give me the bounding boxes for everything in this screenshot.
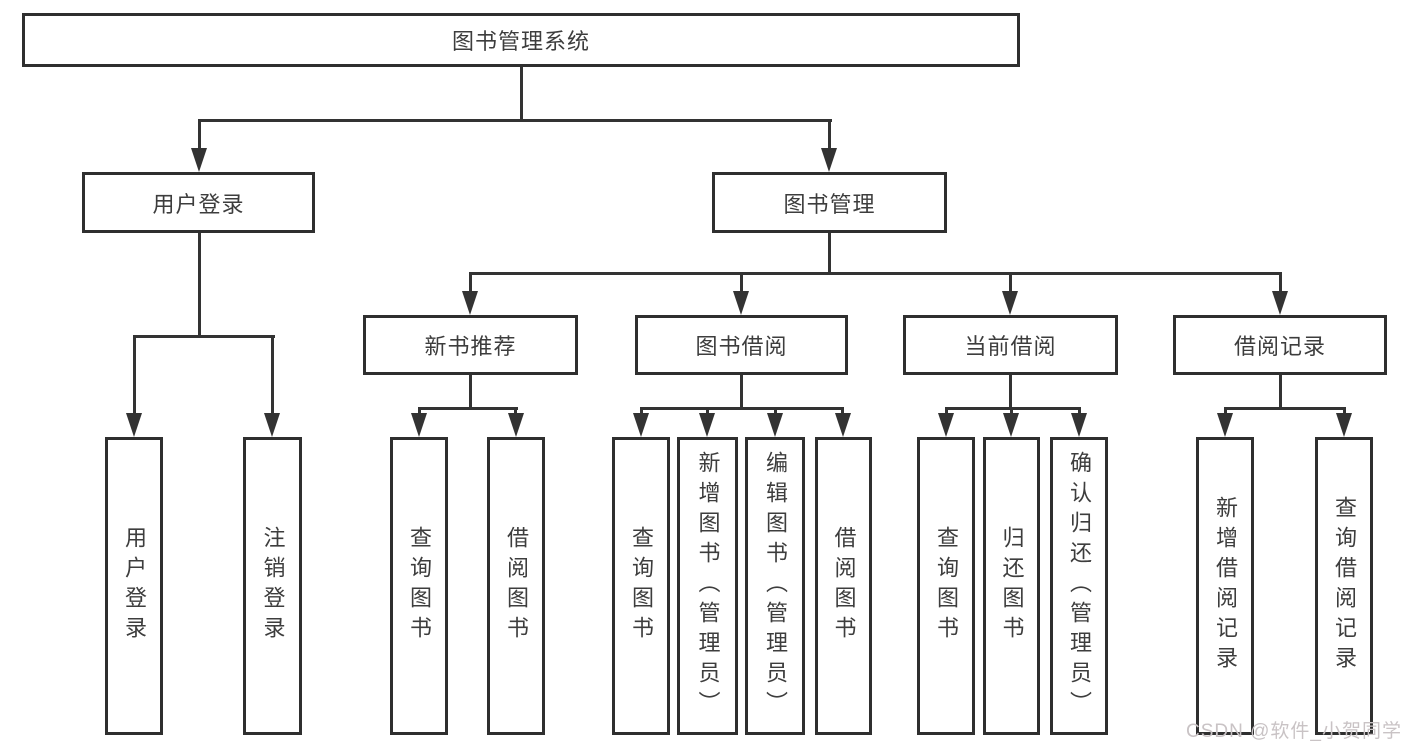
leaf-return-books: 归还图书 <box>983 437 1040 735</box>
leaf-add-books-admin: 新增图书（管理员） <box>677 437 738 735</box>
connector-line <box>418 407 518 410</box>
connector-line <box>740 272 743 293</box>
leaf-add-borrow-record: 新增借阅记录 <box>1196 437 1254 735</box>
connector-line <box>198 233 201 337</box>
csdn-watermark: CSDN @软件_小贺同学 <box>1186 721 1402 742</box>
connector-line <box>828 233 831 274</box>
arrowhead-down-icon <box>1071 413 1087 437</box>
leaf-query-borrow-record-label: 查询借阅记录 <box>1332 496 1357 676</box>
connector-line <box>133 335 136 415</box>
connector-line <box>841 407 844 415</box>
node-book-management: 图书管理 <box>712 172 947 233</box>
leaf-current-query-books-label: 查询图书 <box>934 526 959 646</box>
leaf-confirm-return-admin-label: 确认归还（管理员） <box>1067 451 1092 721</box>
arrowhead-down-icon <box>1003 413 1019 437</box>
connector-line <box>469 375 472 409</box>
node-book-borrow-label: 图书借阅 <box>695 334 788 359</box>
connector-line <box>198 119 832 122</box>
node-library-system-label: 图书管理系统 <box>451 29 590 54</box>
node-new-book-recommend: 新书推荐 <box>363 315 578 375</box>
leaf-borrow-query-books: 查询图书 <box>612 437 670 735</box>
arrowhead-down-icon <box>1336 413 1352 437</box>
arrowhead-down-icon <box>264 413 280 437</box>
connector-line <box>740 375 743 409</box>
node-user-login: 用户登录 <box>82 172 315 233</box>
arrowhead-down-icon <box>767 413 783 437</box>
node-current-borrow: 当前借阅 <box>903 315 1118 375</box>
arrowhead-down-icon <box>191 148 207 172</box>
leaf-user-login-label: 用户登录 <box>122 526 147 646</box>
leaf-add-books-admin-label: 新增图书（管理员） <box>695 451 721 721</box>
leaf-borrow-query-books-label: 查询图书 <box>629 526 654 646</box>
leaf-recommend-borrow-books-label: 借阅图书 <box>504 526 529 646</box>
arrowhead-down-icon <box>462 291 478 315</box>
connector-line <box>640 407 844 410</box>
leaf-logout-label: 注销登录 <box>260 526 286 646</box>
leaf-edit-books-admin-label: 编辑图书（管理员） <box>763 451 788 721</box>
arrowhead-down-icon <box>821 148 837 172</box>
connector-line <box>469 272 472 293</box>
connector-line <box>1343 407 1346 415</box>
arrowhead-down-icon <box>699 413 715 437</box>
connector-line <box>520 67 523 120</box>
connector-line <box>945 407 948 415</box>
arrowhead-down-icon <box>1272 291 1288 315</box>
connector-line <box>271 335 274 415</box>
connector-line <box>1009 375 1012 409</box>
node-library-system: 图书管理系统 <box>22 13 1020 67</box>
leaf-borrow-books: 借阅图书 <box>815 437 872 735</box>
connector-line <box>469 272 1281 275</box>
connector-line <box>133 335 275 338</box>
leaf-edit-books-admin: 编辑图书（管理员） <box>745 437 805 735</box>
leaf-recommend-query-books: 查询图书 <box>390 437 448 735</box>
node-book-borrow: 图书借阅 <box>635 315 848 375</box>
connector-line <box>1224 407 1227 415</box>
connector-line <box>1078 407 1081 415</box>
connector-line <box>1010 407 1013 415</box>
connector-line <box>198 119 201 152</box>
connector-line <box>1224 407 1345 410</box>
connector-line <box>640 407 643 415</box>
node-current-borrow-label: 当前借阅 <box>964 334 1057 359</box>
leaf-current-query-books: 查询图书 <box>917 437 975 735</box>
arrowhead-down-icon <box>835 413 851 437</box>
connector-line <box>828 119 831 152</box>
leaf-user-login: 用户登录 <box>105 437 163 735</box>
arrowhead-down-icon <box>508 413 524 437</box>
connector-line <box>1279 375 1282 409</box>
node-borrow-records: 借阅记录 <box>1173 315 1387 375</box>
leaf-logout: 注销登录 <box>243 437 302 735</box>
arrowhead-down-icon <box>938 413 954 437</box>
leaf-query-borrow-record: 查询借阅记录 <box>1315 437 1373 735</box>
arrowhead-down-icon <box>1217 413 1233 437</box>
leaf-add-borrow-record-label: 新增借阅记录 <box>1213 496 1238 676</box>
connector-line <box>945 407 1081 410</box>
leaf-recommend-borrow-books: 借阅图书 <box>487 437 545 735</box>
node-borrow-records-label: 借阅记录 <box>1233 334 1326 359</box>
node-user-login-label: 用户登录 <box>152 191 245 217</box>
arrowhead-down-icon <box>633 413 649 437</box>
node-book-management-label: 图书管理 <box>783 191 876 217</box>
connector-line <box>514 407 517 415</box>
connector-line <box>774 407 777 415</box>
arrowhead-down-icon <box>733 291 749 315</box>
leaf-borrow-books-label: 借阅图书 <box>831 526 857 646</box>
arrowhead-down-icon <box>1002 291 1018 315</box>
connector-line <box>1279 272 1282 293</box>
leaf-recommend-query-books-label: 查询图书 <box>407 526 432 646</box>
connector-line <box>1009 272 1012 293</box>
arrowhead-down-icon <box>126 413 142 437</box>
connector-line <box>418 407 421 415</box>
node-new-book-recommend-label: 新书推荐 <box>424 334 517 359</box>
leaf-return-books-label: 归还图书 <box>999 526 1025 646</box>
arrowhead-down-icon <box>411 413 427 437</box>
leaf-confirm-return-admin: 确认归还（管理员） <box>1050 437 1108 735</box>
connector-line <box>706 407 709 415</box>
